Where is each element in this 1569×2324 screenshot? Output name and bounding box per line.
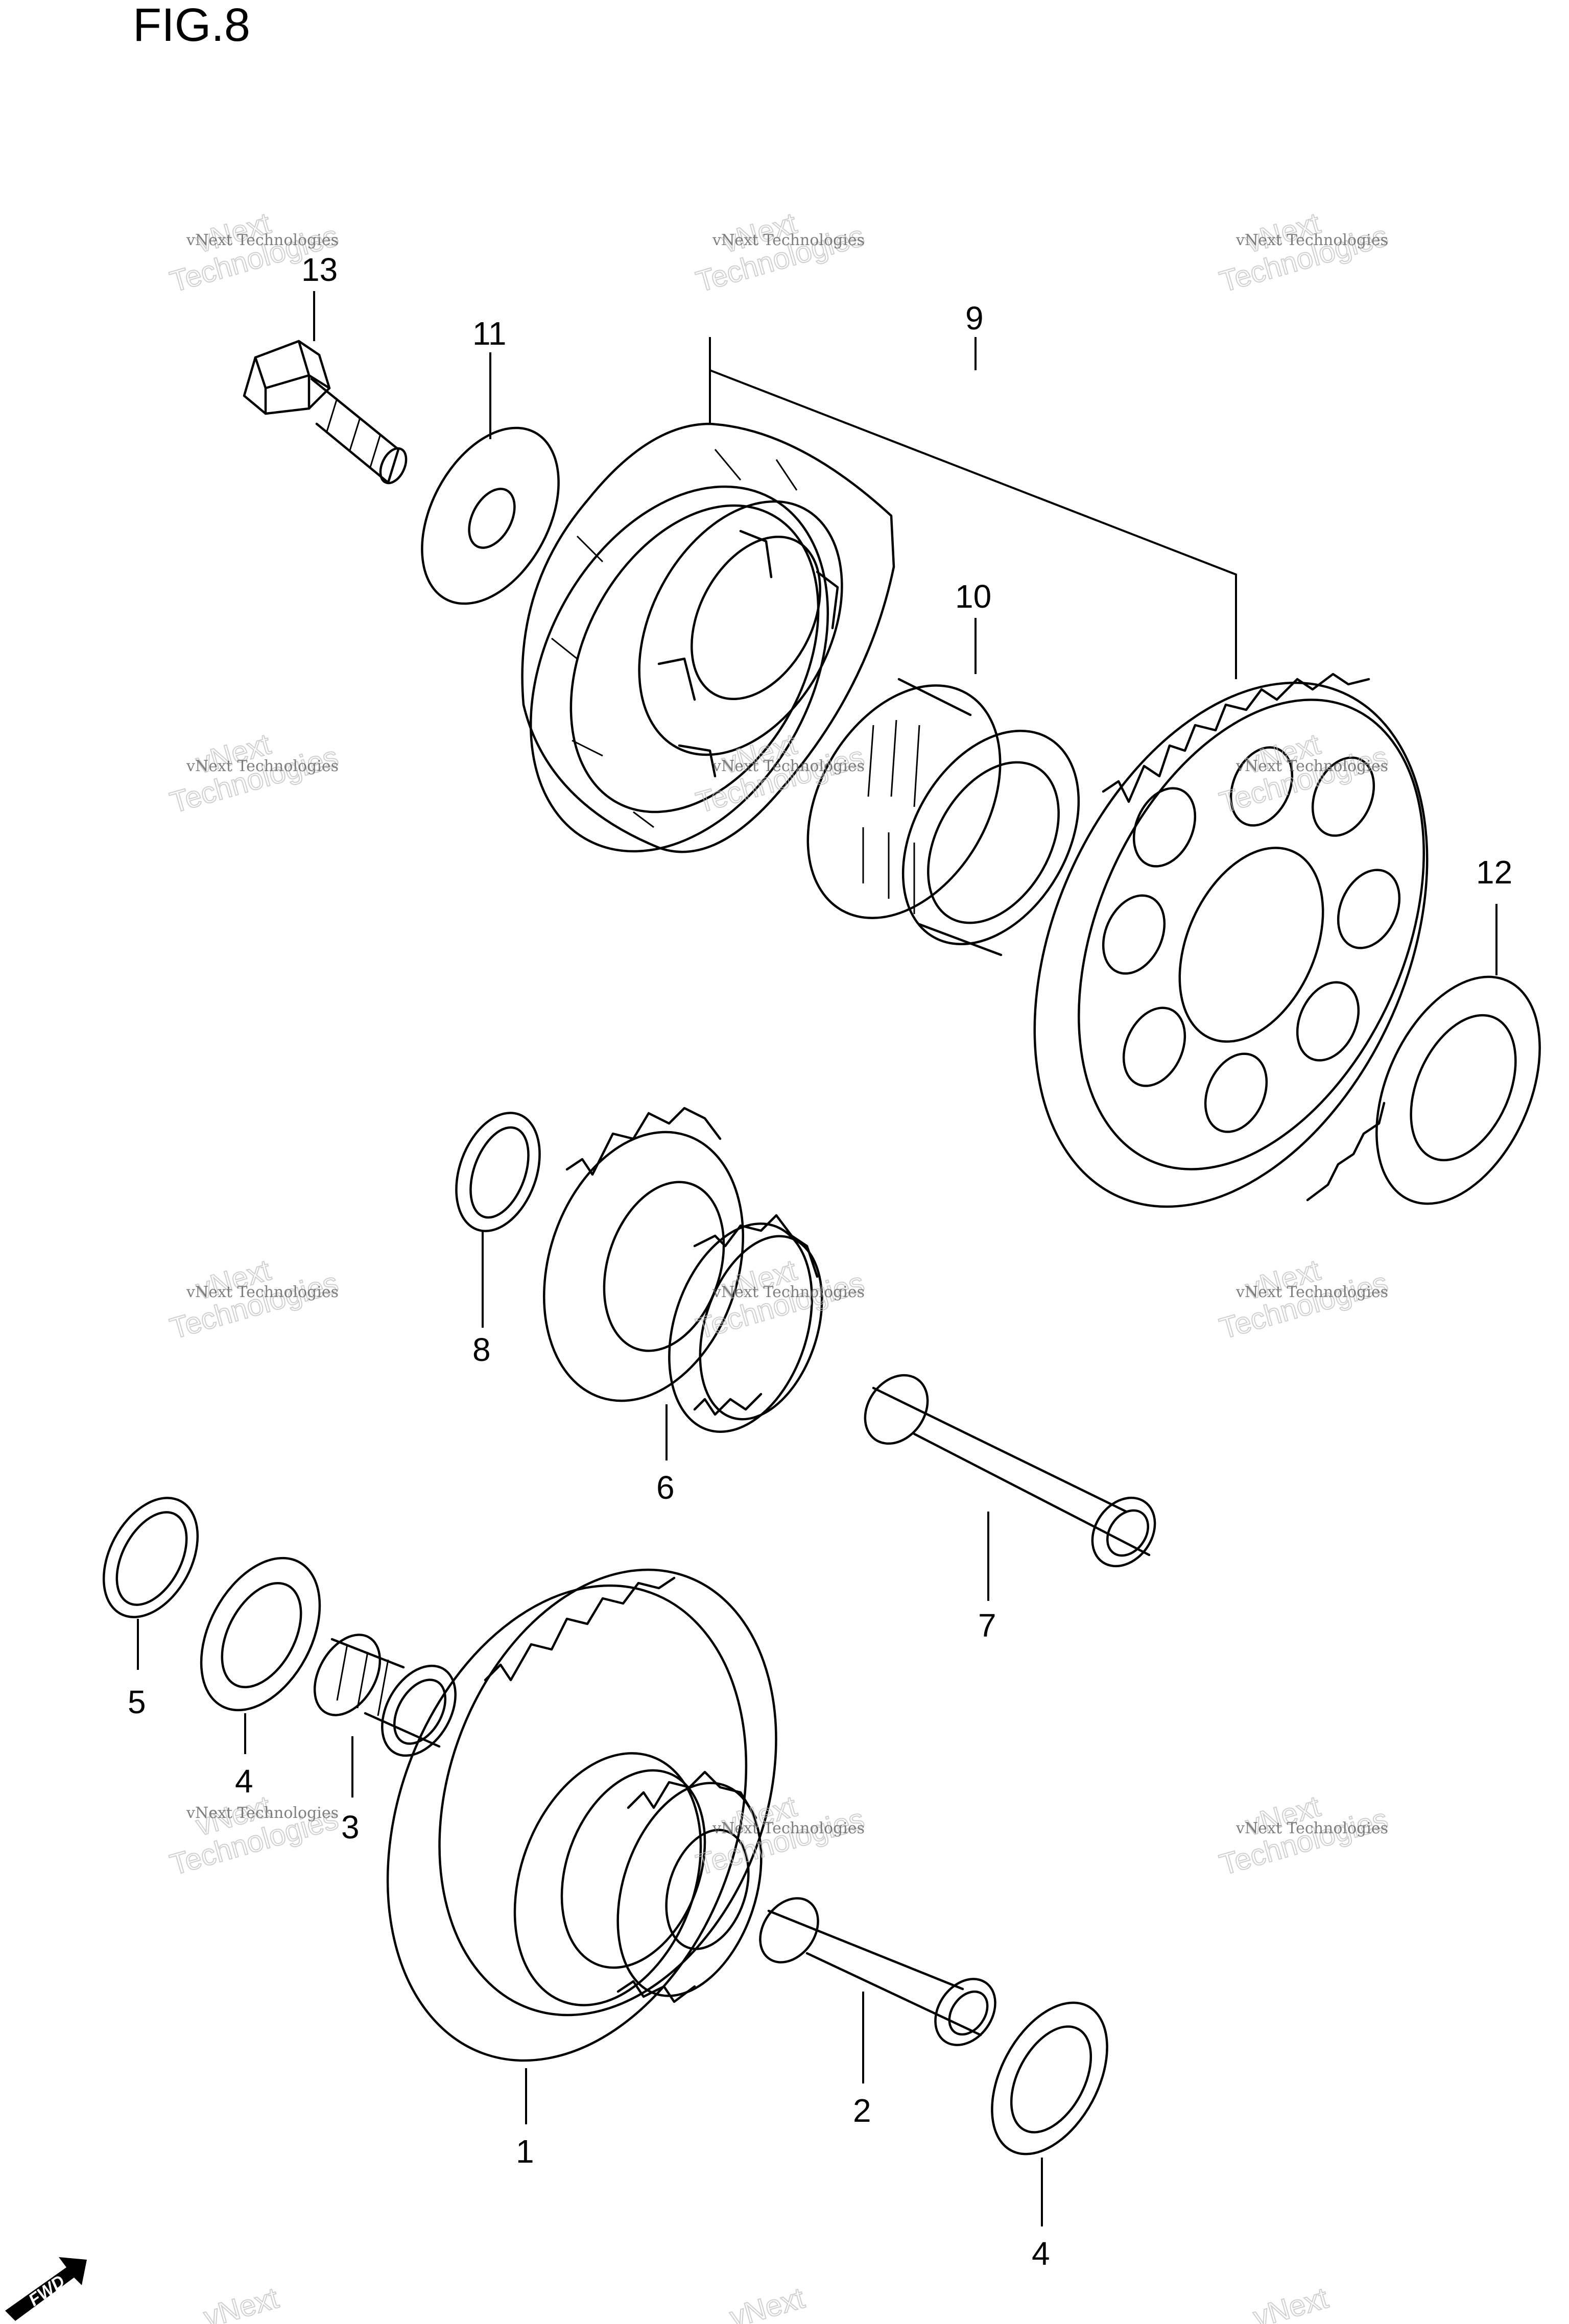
- watermark-r3c2: Technologies vNext vNext Technologies: [692, 1253, 868, 1346]
- fwd-arrow-icon: FWD: [5, 2257, 87, 2321]
- watermark-r5c2: vNext: [726, 2281, 809, 2324]
- part-9-clutch-housing[interactable]: [471, 422, 895, 903]
- callout-4-upper: 4: [235, 1763, 253, 1800]
- part-11-washer[interactable]: [394, 405, 587, 627]
- watermark-r4c3: Technologies vNext vNext Technologies: [1216, 1789, 1392, 1882]
- svg-text:vNext Technologies: vNext Technologies: [712, 231, 865, 249]
- callout-7: 7: [978, 1607, 996, 1644]
- watermark-r2c2: Technologies vNext vNext Technologies: [692, 727, 868, 820]
- part-12-washer[interactable]: [1344, 951, 1569, 1229]
- part-5-washer[interactable]: [85, 1482, 217, 1633]
- callout-12: 12: [1476, 854, 1512, 891]
- svg-text:vNext Technologies: vNext Technologies: [1235, 1819, 1388, 1837]
- callout-2: 2: [853, 2092, 871, 2129]
- watermark-r4c2: Technologies vNext vNext Technologies: [692, 1789, 868, 1882]
- callout-5: 5: [128, 1684, 146, 1720]
- svg-text:vNext: vNext: [1250, 2281, 1332, 2324]
- callout-11: 11: [472, 315, 506, 352]
- watermark-r4c1: Technologies vNext vNext Technologies: [166, 1789, 342, 1882]
- svg-text:vNext Technologies: vNext Technologies: [186, 1804, 339, 1822]
- part-1-starter-idle-gear[interactable]: [325, 1522, 835, 2111]
- callout-1: 1: [516, 2133, 534, 2170]
- part-7-shaft[interactable]: [852, 1363, 1168, 1578]
- callout-8: 8: [472, 1331, 491, 1368]
- watermark-r3c1: Technologies vNext vNext Technologies: [166, 1253, 342, 1346]
- watermark-r2c3: Technologies vNext vNext Technologies: [1216, 727, 1392, 820]
- part-6-idle-gear[interactable]: [511, 1106, 844, 1450]
- svg-text:vNext Technologies: vNext Technologies: [1235, 1283, 1388, 1301]
- watermark-r1c3: Technologies vNext vNext Technologies: [1216, 206, 1392, 299]
- callout-4-lower: 4: [1032, 2235, 1050, 2272]
- svg-text:vNext Technologies: vNext Technologies: [186, 231, 339, 249]
- svg-text:vNext Technologies: vNext Technologies: [186, 1283, 339, 1301]
- part-9-starter-driven-gear[interactable]: [958, 621, 1504, 1268]
- part-13-bolt[interactable]: [243, 340, 411, 487]
- callout-6: 6: [656, 1469, 675, 1506]
- watermark-r5c3: vNext: [1249, 2281, 1332, 2324]
- part-2-shaft[interactable]: [748, 1887, 1008, 2057]
- part-3-needle-bearing[interactable]: [301, 1623, 470, 1768]
- svg-text:vNext Technologies: vNext Technologies: [712, 757, 865, 775]
- leader-lines: [137, 291, 1497, 2226]
- callout-13: 13: [301, 251, 338, 288]
- watermark-r2c1: Technologies vNext vNext Technologies: [166, 727, 342, 820]
- svg-text:vNext: vNext: [726, 2281, 808, 2324]
- part-10-needle-bearing[interactable]: [769, 651, 1115, 975]
- watermark-r5c1: vNext: [200, 2281, 282, 2324]
- callout-9: 9: [965, 300, 984, 337]
- svg-text:vNext Technologies: vNext Technologies: [1235, 231, 1388, 249]
- svg-text:vNext Technologies: vNext Technologies: [186, 757, 339, 775]
- watermark-r3c3: Technologies vNext vNext Technologies: [1216, 1253, 1392, 1346]
- svg-text:vNext Technologies: vNext Technologies: [1235, 757, 1388, 775]
- part-4-washer-lower[interactable]: [968, 1983, 1131, 2173]
- callout-10: 10: [955, 578, 991, 615]
- watermark-r1c2: Technologies vNext vNext Technologies: [692, 206, 868, 299]
- svg-text:vNext Technologies: vNext Technologies: [712, 1283, 865, 1301]
- svg-text:vNext: vNext: [200, 2281, 282, 2324]
- callout-3: 3: [341, 1809, 360, 1846]
- figure-title: FIG.8: [133, 0, 250, 51]
- svg-text:vNext Technologies: vNext Technologies: [712, 1819, 865, 1837]
- part-8-circlip[interactable]: [441, 1101, 555, 1243]
- part-4-washer-upper[interactable]: [177, 1538, 344, 1730]
